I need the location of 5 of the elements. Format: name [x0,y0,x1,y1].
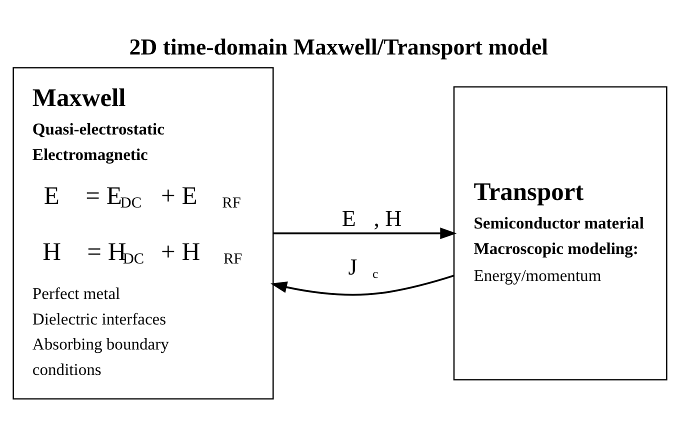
arrow [270,274,454,296]
edge-label: E⃗, H⃗ [342,206,420,231]
diagram-title: 2D time-domain Maxwell/Transport model [129,34,548,59]
node-box: Transport Semiconductor material Macroscopic modeling: Energy/momentum [453,86,668,380]
arrow [273,227,457,239]
